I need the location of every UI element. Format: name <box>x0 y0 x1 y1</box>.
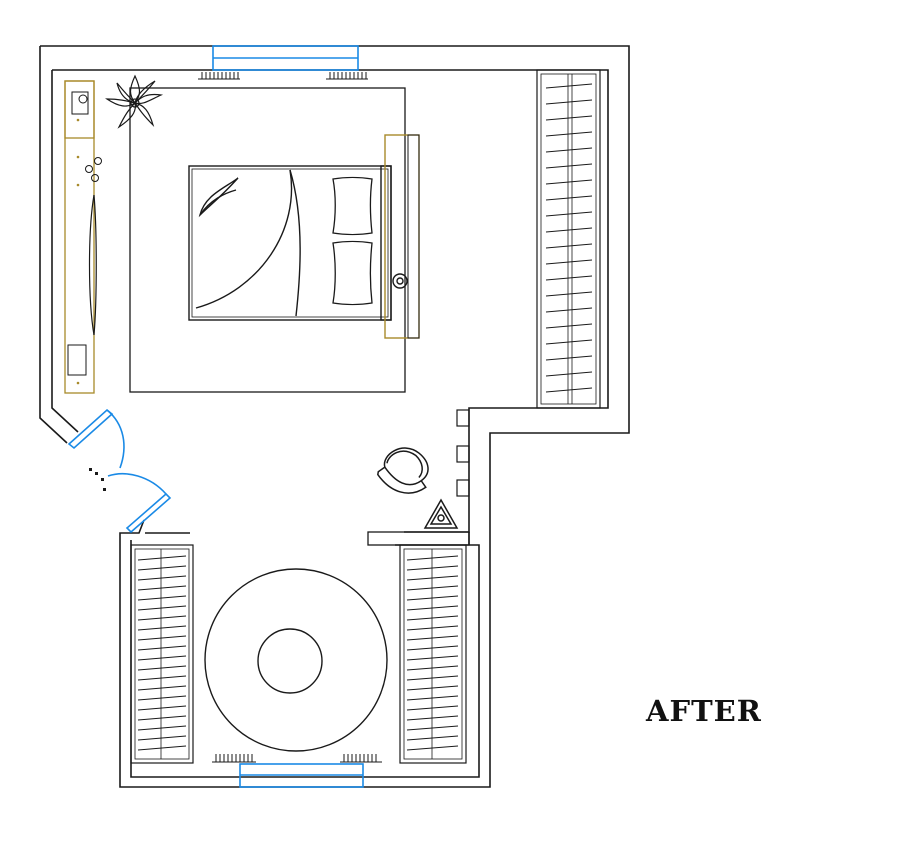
plan-caption: AFTER <box>646 694 762 728</box>
hanger-line <box>545 163 593 169</box>
hanger-line <box>137 735 187 741</box>
hanger-line <box>137 605 187 611</box>
window-bottom <box>239 763 364 788</box>
hanger-line <box>406 605 459 611</box>
nightstand-icon <box>384 134 420 339</box>
hanger-line <box>545 99 593 105</box>
wardrobe-right <box>536 69 601 409</box>
hanger-line <box>137 705 187 711</box>
hanger-line <box>137 725 187 731</box>
hanger-line <box>545 179 593 185</box>
wardrobe-hangers-icon <box>545 83 593 393</box>
hanger-line <box>545 259 593 265</box>
wardrobe-lower-left <box>130 544 194 764</box>
hanger-line <box>545 83 593 89</box>
hanger-line <box>545 323 593 329</box>
round-rug-icon <box>204 568 388 752</box>
hanger-line <box>406 655 459 661</box>
wardrobe-hangers-icon <box>137 555 187 751</box>
hanger-line <box>406 705 459 711</box>
mirror-icon <box>88 194 97 336</box>
hanger-line <box>545 211 593 217</box>
door-handle-marks <box>89 468 106 491</box>
stool-icon <box>423 498 459 529</box>
hanger-line <box>137 585 187 591</box>
hanger-line <box>137 565 187 571</box>
hanger-line <box>406 695 459 701</box>
partition-wall <box>367 531 470 546</box>
vanity-desk-icon <box>64 80 102 394</box>
pillow-icon <box>332 176 373 306</box>
hanger-line <box>406 645 459 651</box>
radiator-icon <box>198 72 382 763</box>
window-top <box>212 45 359 71</box>
hanger-line <box>545 195 593 201</box>
hanger-line <box>406 625 459 631</box>
hanger-line <box>545 387 593 393</box>
inner-wall <box>51 69 609 533</box>
wardrobe-hangers-icon <box>406 555 459 751</box>
hanger-line <box>137 715 187 721</box>
hanger-line <box>406 635 459 641</box>
hanger-line <box>545 355 593 361</box>
hanger-line <box>545 275 593 281</box>
hanger-line <box>406 665 459 671</box>
hanger-line <box>406 575 459 581</box>
hanger-line <box>406 585 459 591</box>
plant-icon <box>105 74 164 129</box>
wall-niches <box>456 409 470 497</box>
hanger-line <box>137 625 187 631</box>
hanger-line <box>406 715 459 721</box>
hanger-line <box>137 595 187 601</box>
hanger-line <box>137 555 187 561</box>
outer-wall <box>39 45 630 788</box>
bedroom-rug <box>129 87 406 393</box>
hanger-line <box>406 745 459 751</box>
hanger-line <box>545 307 593 313</box>
hanger-line <box>406 555 459 561</box>
hanger-line <box>137 745 187 751</box>
hanger-line <box>137 675 187 681</box>
hanger-line <box>406 685 459 691</box>
hanger-line <box>137 575 187 581</box>
door-swing-icon <box>67 408 172 534</box>
hanger-line <box>406 615 459 621</box>
hanger-line <box>545 291 593 297</box>
hanger-line <box>406 725 459 731</box>
hanger-line <box>545 339 593 345</box>
hanger-line <box>406 735 459 741</box>
hanger-line <box>137 665 187 671</box>
hanger-line <box>137 615 187 621</box>
hanger-line <box>137 685 187 691</box>
hanger-line <box>137 645 187 651</box>
armchair-icon <box>377 447 429 494</box>
hanger-line <box>137 695 187 701</box>
hanger-line <box>545 371 593 377</box>
hanger-line <box>545 147 593 153</box>
hanger-line <box>406 595 459 601</box>
hanger-line <box>545 115 593 121</box>
hanger-line <box>545 131 593 137</box>
bed-icon <box>188 165 392 321</box>
hanger-line <box>137 655 187 661</box>
hanger-line <box>137 635 187 641</box>
hanger-line <box>406 565 459 571</box>
hanger-line <box>545 243 593 249</box>
hanger-line <box>406 675 459 681</box>
hanger-line <box>545 227 593 233</box>
